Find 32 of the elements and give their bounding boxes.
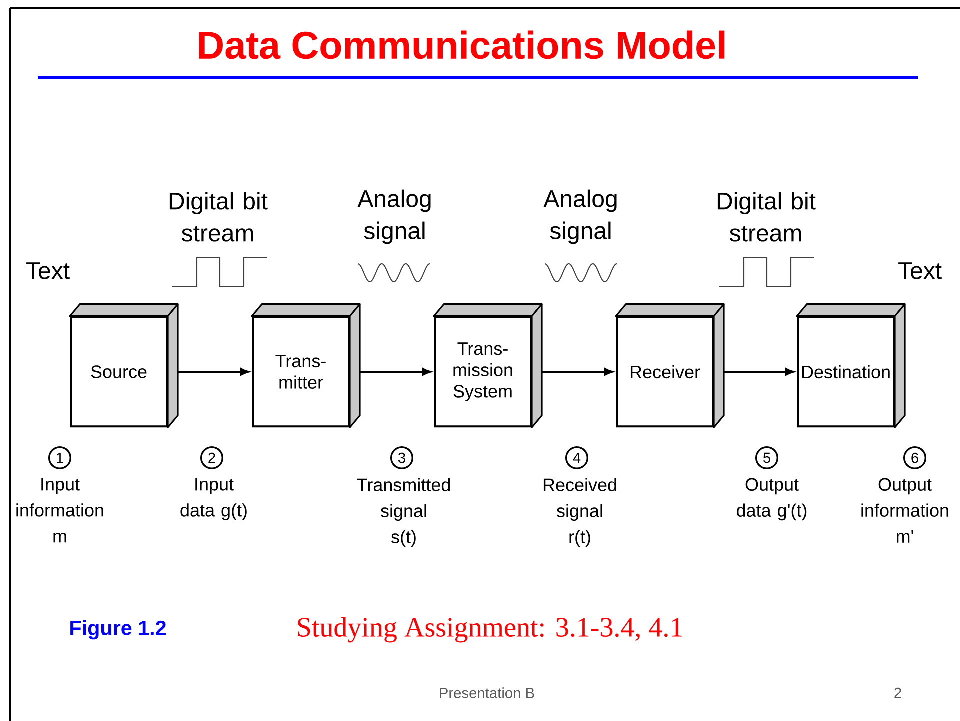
callout-number: 3 [390, 446, 414, 470]
callout-number: 5 [755, 446, 779, 470]
stage-caption: Transmitted signal s(t) [357, 478, 450, 548]
text-label: Text [898, 262, 942, 280]
arrow [360, 368, 432, 376]
stage-caption: Output data g'(t) [737, 478, 807, 521]
footer-text: 2 [894, 688, 902, 698]
process-box: Trans- mission System [433, 304, 543, 428]
process-box: Source [69, 304, 179, 428]
callout-number: 6 [903, 446, 927, 470]
callout-number: 1 [48, 446, 72, 470]
stage-caption: Received signal r(t) [544, 478, 616, 548]
process-box: Destination [796, 304, 906, 428]
arrow [724, 368, 794, 376]
stage-caption: Input data g(t) [180, 478, 247, 520]
callout-number: 2 [200, 446, 224, 470]
signal-label: Analog signal [544, 190, 617, 244]
signal-label: Digital bit stream [718, 192, 816, 242]
process-box: Receiver [615, 304, 725, 428]
arrow [178, 368, 250, 376]
footer-text: Presentation B [440, 688, 534, 698]
arrow [542, 368, 614, 376]
process-box: Trans- mitter [251, 304, 361, 428]
text-label: Text [26, 262, 70, 280]
signal-label: Digital bit stream [170, 192, 268, 242]
callout-number: 4 [565, 446, 589, 470]
figure-number: Figure 1.2 [70, 620, 166, 640]
stage-caption: Output information m' [862, 478, 948, 543]
title: Data Communications Model [199, 30, 725, 60]
assignment-note: Studying Assignment: 3.1-3.4, 4.1 [298, 617, 682, 643]
signal-label: Analog signal [358, 190, 431, 244]
stage-caption: Input information m [16, 478, 104, 543]
